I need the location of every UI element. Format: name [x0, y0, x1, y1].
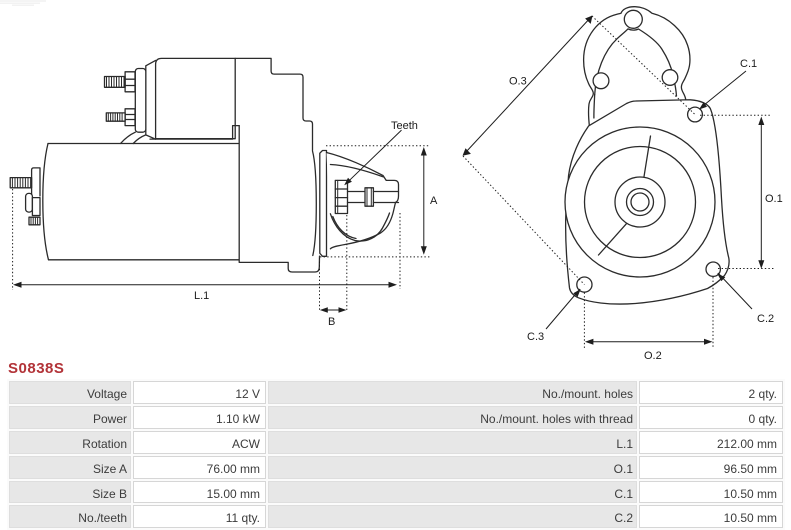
svg-text:O.3: O.3: [509, 76, 527, 88]
svg-text:A: A: [430, 195, 438, 207]
svg-text:C.3: C.3: [527, 331, 544, 343]
svg-text:L.1: L.1: [194, 290, 209, 302]
svg-text:B: B: [328, 316, 335, 328]
svg-text:O.1: O.1: [765, 193, 783, 205]
svg-text:O.2: O.2: [644, 350, 662, 362]
svg-text:Teeth: Teeth: [391, 120, 418, 132]
svg-text:C.1: C.1: [740, 58, 757, 70]
svg-text:C.2: C.2: [757, 313, 774, 325]
